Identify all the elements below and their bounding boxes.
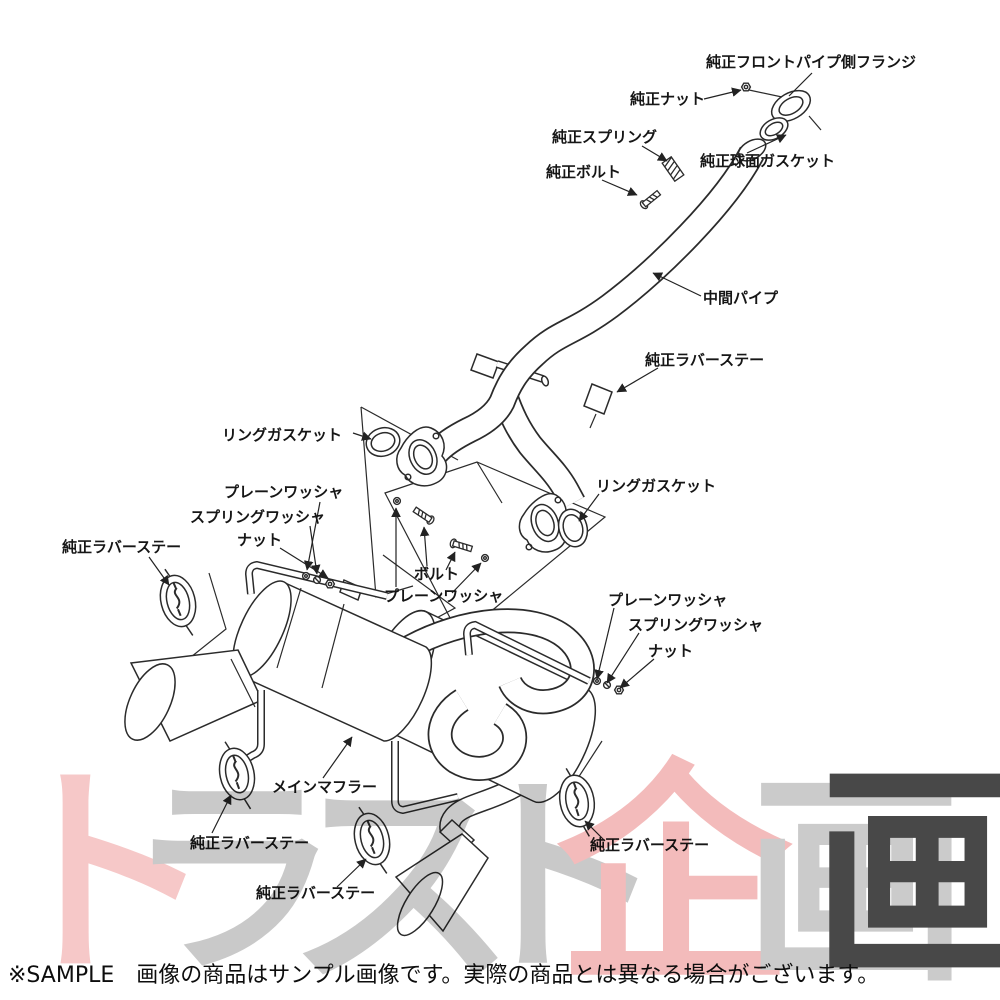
label-oem-nut: 純正ナット (630, 90, 705, 108)
plain-washer-drawing (480, 553, 490, 563)
y-pipe-right-branch (491, 389, 585, 510)
label-middle-pipe: 中間パイプ (703, 289, 779, 307)
label-rubber-stay-left: 純正ラバーステー (62, 538, 181, 556)
y-pipe-flange-right (518, 492, 568, 553)
nut-drawing (613, 685, 625, 695)
label-plain-washer-right: プレーンワッシャ (608, 591, 727, 609)
label-spring-washer-right: スプリングワッシャ (628, 616, 763, 634)
label-nut-left: ナット (237, 531, 282, 549)
left-tailpipe-tip-drawing (124, 649, 264, 742)
right-tailpipe-tip-drawing (394, 818, 489, 937)
rubber-stay-oval (212, 736, 263, 815)
bolt-drawing (448, 537, 474, 554)
bolt-drawing (411, 505, 437, 527)
rubber-stay-oval (346, 800, 399, 881)
label-main-muffler: メインマフラー (272, 778, 377, 796)
leader-lines (148, 72, 813, 888)
sample-disclaimer-text: ※SAMPLE 画像の商品はサンプル画像です。実際の商品とは異なる場合がございま… (8, 963, 880, 988)
label-oem-spherical-gasket: 純正球面ガスケット (700, 152, 835, 170)
label-nut-right: ナット (648, 642, 693, 660)
label-ring-gasket-right: リングガスケット (596, 477, 716, 495)
label-plain-washer-left: プレーンワッシャ (224, 483, 343, 501)
mid-pipe-bracket (470, 353, 550, 387)
label-front-pipe-flange: 純正フロントパイプ側フランジ (706, 53, 916, 71)
label-oem-bolt: 純正ボルト (546, 163, 621, 181)
label-rubber-stay-bottom-left1: 純正ラバーステー (190, 834, 309, 852)
part-labels: 純正フロントパイプ側フランジ 純正ナット 純正スプリング 純正ボルト 純正球面ガ… (62, 53, 916, 902)
oem-nut-drawing (740, 82, 752, 92)
label-rubber-stay-bottom-right: 純正ラバーステー (590, 836, 709, 854)
oem-bolt-drawing (638, 188, 663, 211)
label-ring-gasket-left: リングガスケット (222, 426, 342, 444)
y-pipe-flange-left (396, 426, 448, 487)
label-spring-washer-left: スプリングワッシャ (190, 508, 325, 526)
front-pipe-flange-drawing (748, 89, 822, 131)
label-rubber-stay-bottom-left2: 純正ラバーステー (256, 884, 375, 902)
label-rubber-stay-top: 純正ラバーステー (645, 351, 764, 369)
rubber-stay-block-drawing (583, 383, 613, 429)
label-bolt: ボルト (414, 565, 459, 583)
nut-drawing (324, 579, 336, 589)
front-muffler-drawing (232, 578, 433, 742)
label-oem-spring: 純正スプリング (552, 128, 657, 146)
mid-pipe-drawing (425, 138, 767, 463)
spring-washer-drawing (312, 575, 322, 585)
hanger-rods (242, 560, 591, 815)
label-plain-washer-center: プレーンワッシャ (384, 587, 503, 605)
rubber-stay-oval (152, 562, 205, 643)
plain-washer-drawing (392, 496, 402, 506)
plain-washer-drawing (301, 571, 311, 581)
ring-gasket-left-drawing (365, 426, 401, 458)
